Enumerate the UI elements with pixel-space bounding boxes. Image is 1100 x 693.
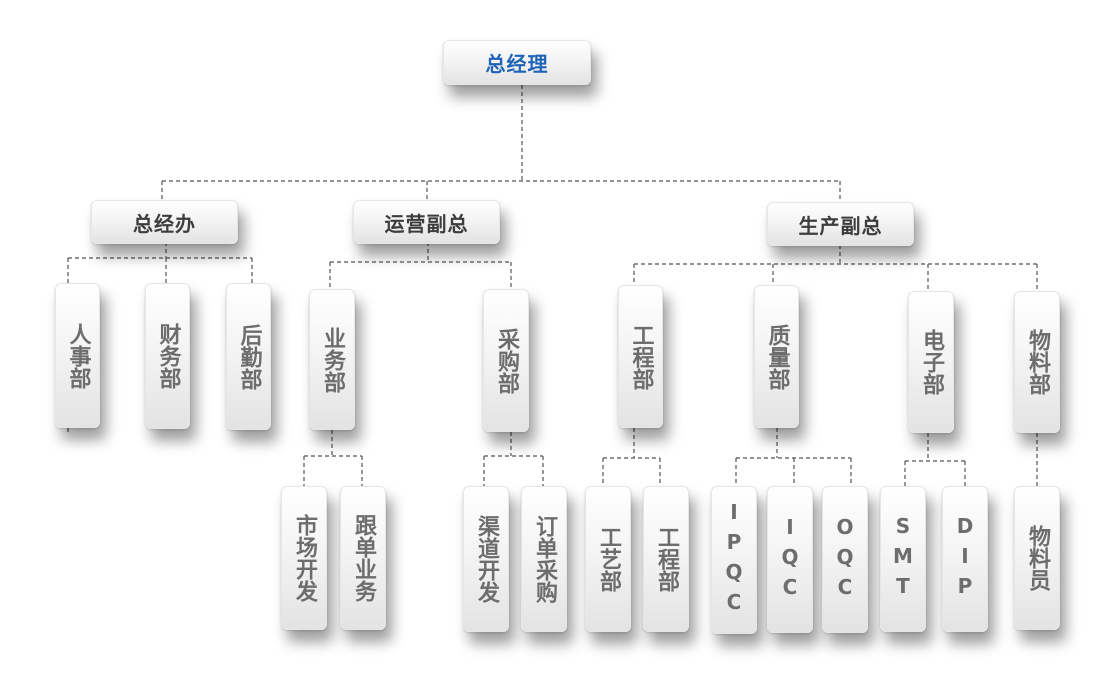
node-unit-smt: SMT bbox=[880, 486, 926, 632]
node-dept-finance: 财务部 bbox=[145, 283, 190, 429]
node-unit-ipqc: IPQC bbox=[711, 486, 757, 634]
connector-yewu bbox=[303, 430, 363, 487]
node-unit-market-development: 市场开发 bbox=[281, 486, 327, 630]
node-unit-iqc: IQC bbox=[767, 486, 813, 633]
node-unit-dip: DIP bbox=[942, 486, 988, 632]
connector-caigou bbox=[483, 432, 544, 487]
node-dept-electronics: 电子部 bbox=[908, 291, 954, 433]
node-unit-oqc: OQC bbox=[822, 486, 868, 633]
node-unit-process: 工艺部 bbox=[585, 486, 631, 632]
node-production-vp: 生产副总 bbox=[767, 202, 914, 246]
node-dept-purchasing: 采购部 bbox=[483, 289, 529, 432]
node-dept-engineering: 工程部 bbox=[618, 285, 663, 428]
node-general-manager: 总经理 bbox=[443, 40, 591, 85]
node-dept-materials: 物料部 bbox=[1014, 291, 1060, 433]
node-unit-channel-development: 渠道开发 bbox=[463, 486, 509, 632]
node-unit-material-clerk: 物料员 bbox=[1014, 486, 1060, 630]
node-dept-hr: 人事部 bbox=[55, 283, 100, 428]
connector-yunying bbox=[329, 242, 512, 290]
connector-shengchan bbox=[633, 245, 1038, 292]
node-unit-order-follow-up: 跟单业务 bbox=[340, 486, 386, 630]
node-dept-business: 业务部 bbox=[309, 289, 355, 430]
connector-gongcheng bbox=[602, 428, 661, 487]
node-operations-vp: 运营副总 bbox=[353, 200, 500, 244]
connector-zongjingban bbox=[67, 242, 253, 285]
node-unit-engineering: 工程部 bbox=[643, 486, 689, 632]
node-dept-quality: 质量部 bbox=[754, 285, 799, 428]
node-general-office: 总经办 bbox=[91, 200, 238, 244]
node-unit-order-purchasing: 订单采购 bbox=[521, 486, 567, 632]
node-dept-logistics: 后勤部 bbox=[226, 283, 271, 430]
connector-root-managers bbox=[161, 85, 841, 205]
connector-dianzi bbox=[904, 433, 966, 487]
connector-zhiliang bbox=[735, 428, 852, 487]
